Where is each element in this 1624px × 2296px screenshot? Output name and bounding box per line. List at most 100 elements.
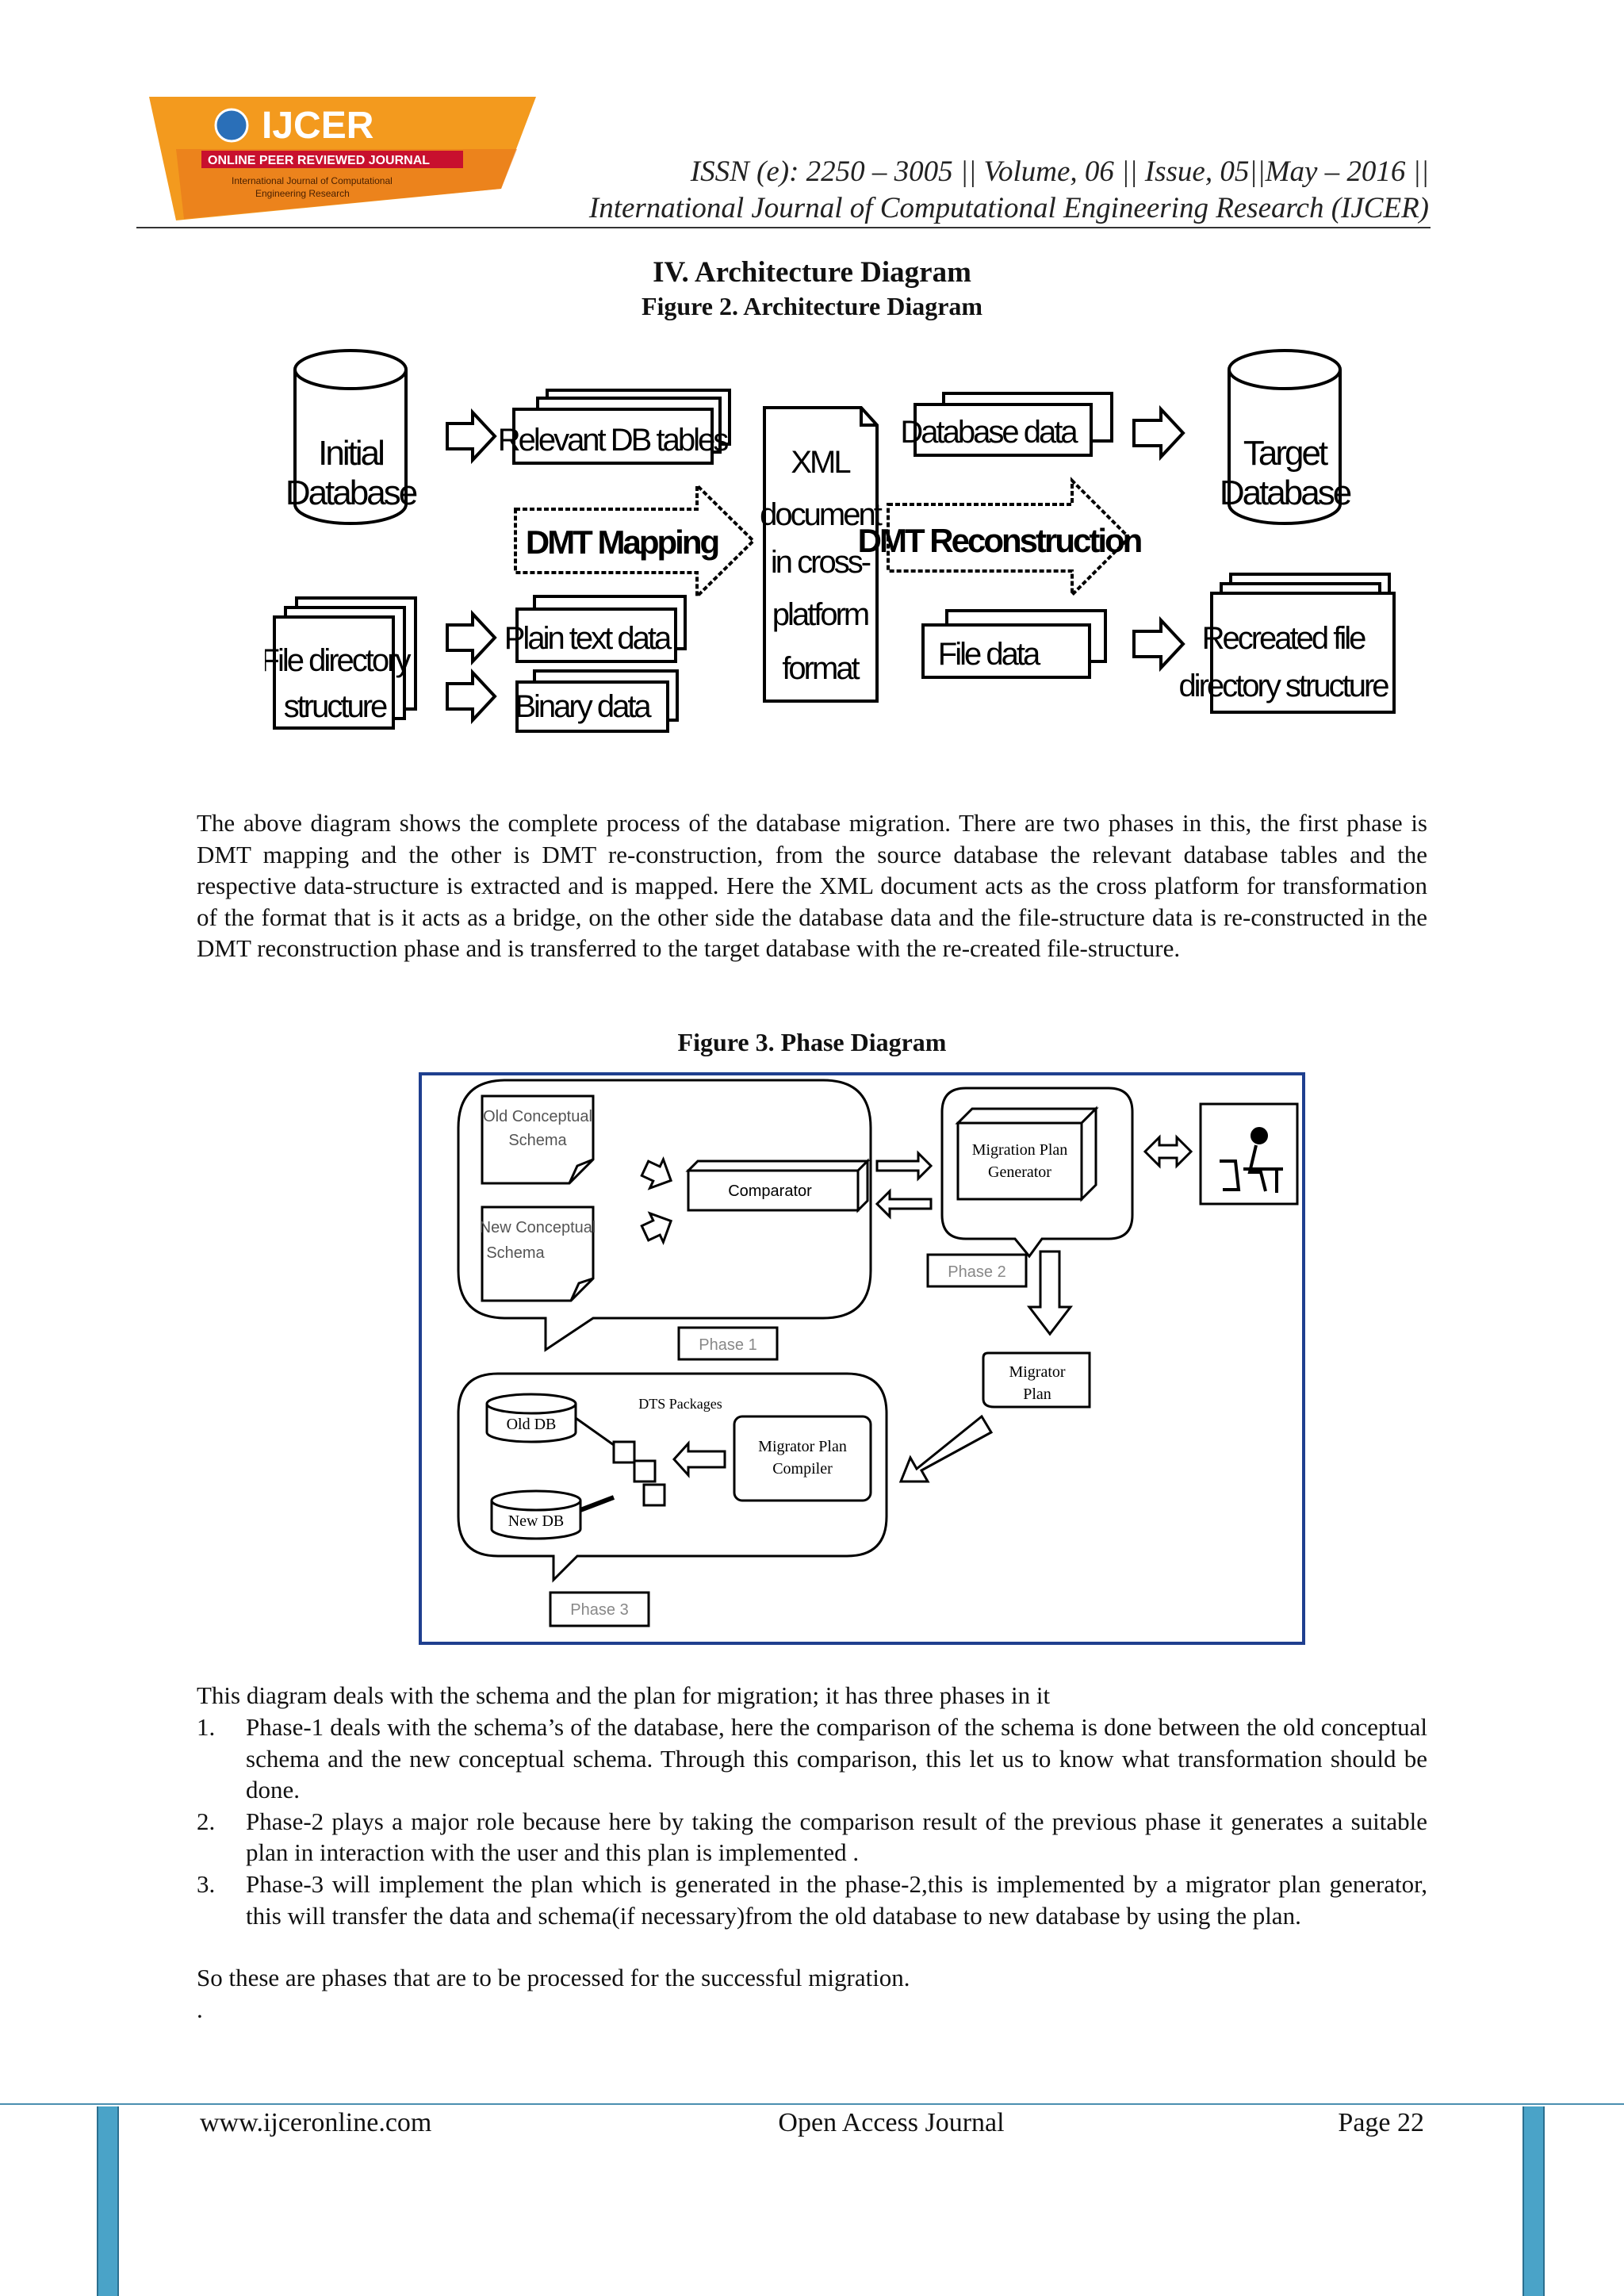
comparator-label: Comparator [728,1182,812,1200]
initial-database-cylinder [293,349,408,525]
list-number: 3. [197,1869,216,1898]
new-schema-label-2: Schema [486,1244,545,1262]
logo-title: IJCER [262,105,373,147]
generator-label-2: Generator [988,1163,1051,1181]
binary-data-label: Binary data [515,689,652,724]
globe-icon [214,108,249,143]
xml-label-3: in cross- [771,545,871,580]
new-schema-label-1: New Conceptual [480,1219,596,1236]
xml-label-5: format [782,651,860,686]
file-data-docs [921,609,1107,679]
file-dir-label-2: structure [284,689,387,724]
closing-dot: . [197,1995,203,2023]
footer-website[interactable]: www.ijceronline.com [200,2108,432,2137]
phase-list: 1.Phase-1 deals with the schema’s of the… [197,1711,1427,1931]
logo-tagline: ONLINE PEER REVIEWED JOURNAL [208,154,430,167]
file-dir-label-1: File directory [265,643,411,678]
phase-diagram: Old Conceptual Schema New Conceptual Sch… [419,1072,1305,1645]
journal-name: International Journal of Computational E… [588,192,1429,224]
xml-label-4: platform [772,597,868,632]
initial-db-label-1: Initial [318,434,383,473]
old-db-cylinder [485,1393,577,1443]
migrator-plan-scroll [982,1351,1091,1409]
dts-cube-3 [642,1483,666,1507]
old-schema-label-2: Schema [508,1132,567,1149]
migrator-plan-compiler-box [733,1415,872,1502]
arrow-old-to-comparator [640,1156,673,1190]
phase3-label-box [549,1591,650,1627]
logo-subtitle-2: Engineering Research [255,188,350,199]
database-data-label: Database data [900,415,1078,450]
recreated-label-1: Recreated file [1202,621,1366,656]
arrow-to-generator [875,1150,933,1182]
compiler-label-1: Migrator Plan [758,1438,847,1455]
dts-packages-label: DTS Packages [638,1396,722,1412]
list-item: 2.Phase-2 plays a major role because her… [197,1806,1427,1869]
footer-open-access: Open Access Journal [778,2108,1005,2137]
user-interaction-arrow [1143,1134,1193,1169]
new-db-cylinder [490,1489,582,1540]
xml-label-2: document [760,497,883,532]
binary-data-docs [515,669,679,733]
arrow-to-target [1132,404,1185,462]
old-schema-note [481,1094,595,1185]
plain-text-docs [515,595,687,663]
list-item: 3. Phase-3 will implement the plan which … [197,1869,1427,1931]
arrow-file-to-binary [446,668,497,725]
old-db-label: Old DB [507,1416,557,1433]
phase2-label: Phase 2 [948,1263,1005,1281]
phase1-label: Phase 1 [699,1336,756,1354]
phase-intro: This diagram deals with the schema and t… [197,1681,1051,1709]
arrow-new-to-comparator [640,1211,673,1246]
compiler-label-2: Compiler [772,1460,833,1478]
dmt-mapping-label: DMT Mapping [526,523,718,561]
arrow-file-to-plaintext [446,609,497,666]
arrow-compiler-to-dts [672,1440,726,1478]
dts-cube-2 [633,1459,657,1483]
new-db-label: New DB [508,1512,565,1530]
arrow-from-generator [875,1188,933,1220]
file-directory-docs [273,596,417,730]
target-db-label-1: Target [1243,434,1328,473]
list-item: 1.Phase-1 deals with the schema’s of the… [197,1711,1427,1806]
generator-label-1: Migration Plan [972,1141,1068,1159]
list-text: Phase-3 will implement the plan which is… [246,1869,1427,1930]
list-number: 2. [197,1807,216,1835]
footer-right-bar [1522,2106,1545,2296]
journal-logo: IJCER ONLINE PEER REVIEWED JOURNAL Inter… [149,97,536,220]
new-schema-note [481,1205,595,1302]
phase2-label-box [926,1253,1028,1288]
section-heading: IV. Architecture Diagram [653,256,971,289]
database-data-docs [914,392,1113,457]
xml-label-1: XML [791,445,850,480]
phase3-label: Phase 3 [570,1601,628,1619]
plain-text-label: Plain text data [504,621,672,656]
issn-line: ISSN (e): 2250 – 3005 || Volume, 06 || I… [690,155,1429,188]
recreated-label-2: directory structure [1178,669,1388,703]
recreated-docs [1210,573,1396,714]
arrow-plan-to-compiler [898,1414,994,1483]
arrow-initial-to-tables [446,408,497,465]
journal-header: ISSN (e): 2250 – 3005 || Volume, 06 || I… [589,154,1429,227]
target-database-cylinder [1228,349,1342,525]
logo-subtitle-1: International Journal of Computational [232,175,393,186]
arrow-down-to-plan [1026,1250,1074,1336]
header-divider [136,227,1431,228]
paragraph-architecture: The above diagram shows the complete pro… [197,809,1427,963]
comparator-box [685,1158,871,1213]
initial-db-label-2: Database [285,473,417,512]
xml-document-page [763,406,879,703]
footer-left-bar [97,2106,119,2296]
file-data-label: File data [938,637,1041,672]
migrator-plan-label-1: Migrator [1009,1363,1065,1381]
figure2-caption: Figure 2. Architecture Diagram [641,292,983,320]
user-at-desk-icon [1220,1127,1283,1193]
arrow-to-recreated [1132,615,1185,673]
old-schema-label-1: Old Conceptual [483,1108,592,1125]
dmt-reconstruction-label: DMT Reconstruction [858,522,1142,559]
user-box [1199,1102,1299,1205]
dts-cube-1 [612,1440,636,1464]
phase1-label-box [677,1326,779,1361]
footer-page-number: Page 22 [1338,2108,1424,2137]
dmt-mapping-arrow [514,481,756,600]
